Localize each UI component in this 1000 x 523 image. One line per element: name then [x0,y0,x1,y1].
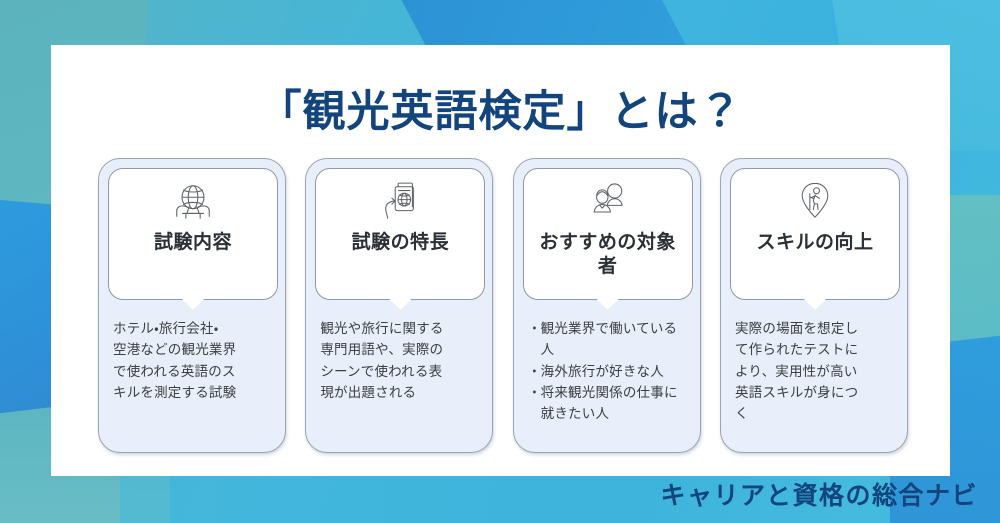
list-bullet: ・ [527,321,542,337]
card-body-line: キルを測定する試験 [113,384,237,401]
bubble-tail [802,298,827,310]
list-item-label: 将来観光関係の仕事に就きたい人 [540,384,678,423]
list-item: ・ 海外旅行が好きな人 [528,362,688,383]
page-title: 「観光英語検定」とは？ [258,87,743,137]
bubble-tail [388,298,413,310]
card-title: 試験の特長 [351,231,450,253]
info-card-recommended-audience[interactable]: おすすめの対象者 ・ 観光業界で働いている人 ・ 海外旅行が好きな人 [512,158,701,453]
card-body-line: 専門用語や、実際の [320,342,444,359]
card-header-bubble: 試験内容 [108,168,278,312]
card-body-line: より、実用性が高い [734,363,858,380]
list-bullet: ・ [527,363,542,380]
card-body-list: ・ 観光業界で働いている人 ・ 海外旅行が好きな人 ・ 将来観光関係の仕事に就き… [528,319,688,426]
list-item: ・ 観光業界で働いている人 [528,319,688,362]
card-body-line: ホテル・旅行会社・ [113,321,219,337]
card-body-line: 現が出題される [320,384,417,401]
card-body-line: 実際の場面を想定し [734,321,859,337]
card-body-line: シーンで使われる表 [320,363,443,380]
card-title: 試験内容 [153,231,232,253]
two-people-icon [585,181,631,223]
bullet-list: ・ 観光業界で働いている人 ・ 海外旅行が好きな人 ・ 将来観光関係の仕事に就き… [528,319,688,426]
passport-globe-icon [377,181,423,223]
info-card-skill-improvement[interactable]: スキルの向上 実際の場面を想定し て作られたテストに より、実用性が高い 英語ス… [719,158,908,453]
card-body-line: 英語スキルが身につ [734,384,859,401]
card-body-line: 空港などの観光業界 [113,342,237,359]
list-item: ・ 将来観光関係の仕事に就きたい人 [528,383,688,426]
bubble-tail [595,298,620,310]
card-body-line: て作られたテストに [734,342,859,359]
list-bullet: ・ [527,384,542,401]
content-panel: 「観光英語検定」とは？ [51,45,950,476]
bubble-tail [181,298,205,310]
info-card-exam-features[interactable]: 試験の特長 観光や旅行に関する 専門用語や、実際の シーンで使われる表 現が出題… [305,158,494,453]
card-body-line: 観光や旅行に関する [320,321,444,337]
card-header-bubble: おすすめの対象者 [522,168,693,312]
card-title: おすすめの対象者 [539,231,676,277]
card-body-text: 観光や旅行に関する 専門用語や、実際の シーンで使われる表 現が出題される [320,319,480,404]
card-header-bubble: 試験の特長 [315,168,486,312]
card-body-text: ホテル・旅行会社・ 空港などの観光業界 で使われる英語のス キルを測定する試験 [113,319,273,404]
card-row: 試験内容 ホテル・旅行会社・ 空港などの観光業界 で使われる英語のス キルを測定… [98,158,908,453]
card-header-bubble: スキルの向上 [729,168,900,312]
card-body-text: 実際の場面を想定し て作られたテストに より、実用性が高い 英語スキルが身につ … [735,319,895,426]
globe-monument-icon [170,181,216,223]
list-item-label: 観光業界で働いている人 [540,321,678,359]
list-item-label: 海外旅行が好きな人 [540,363,664,380]
card-body-line: で使われる英語のス [113,363,236,380]
brand-watermark: キャリアと資格の総合ナビ [660,481,978,510]
map-pin-hiker-icon [792,181,838,223]
info-card-exam-content[interactable]: 試験内容 ホテル・旅行会社・ 空港などの観光業界 で使われる英語のス キルを測定… [98,158,286,453]
card-body-line: く [734,406,749,423]
card-title: スキルの向上 [756,231,874,253]
